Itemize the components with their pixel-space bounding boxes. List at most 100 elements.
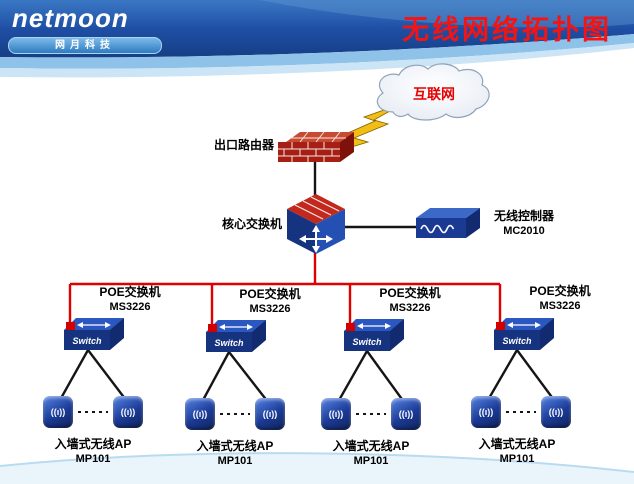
controller-top-face [416, 208, 480, 218]
ap-icon: ((ı)) [185, 398, 215, 430]
poe-switch-top-face [206, 320, 266, 332]
switch-icon-label: Switch [352, 337, 382, 347]
brand-tagline: 网月科技 [8, 37, 162, 54]
ap-group-3-label: 入墙式无线AP MP101 [321, 439, 421, 468]
poe-arrowhead-right [385, 323, 391, 329]
poe-arrowhead-right [247, 324, 253, 330]
poe-switch-side-face [252, 320, 266, 352]
poe-uplink-tag [66, 322, 75, 330]
poe-switch-front-face [344, 331, 390, 351]
ap-group-label-text: 入墙式无线AP [54, 437, 132, 451]
controller-model-text: MC2010 [503, 225, 545, 237]
dotted-links [78, 411, 536, 415]
poe-switch-top-face [494, 318, 554, 330]
wireless-controller-label: 无线控制器 MC2010 [482, 209, 566, 238]
router-label: 出口路由器 [196, 138, 274, 153]
ap-icon: ((ı)) [43, 396, 73, 428]
router-icon [278, 131, 354, 162]
poe-arrowhead-left [357, 323, 363, 329]
poe-switch-2-label: POE交换机 MS3226 [228, 287, 312, 316]
poe-switch-top-face [64, 318, 124, 330]
controller-wave-icon [420, 224, 455, 234]
ap-icon: ((ı)) [391, 398, 421, 430]
poe-switch-label-text: POE交换机 [379, 286, 441, 300]
poe-switch-2-icon: Switch [206, 320, 266, 352]
poe-switch-1-label: POE交换机 MS3226 [88, 285, 172, 314]
swoosh-band-1 [0, 34, 634, 69]
poe-uplink-tag [496, 322, 505, 330]
switch-icon-label: Switch [502, 336, 532, 346]
poe-switch-side-face [390, 319, 404, 351]
poe-switch-label-text: POE交换机 [99, 285, 161, 299]
banner-sheen [260, 0, 634, 28]
bottom-curve [0, 452, 634, 484]
poe-switch-model-text: MS3226 [539, 300, 581, 312]
poe-arrowhead-left [507, 322, 513, 328]
poe-arrowhead-right [535, 322, 541, 328]
ap-group-label-text: 入墙式无线AP [332, 439, 410, 453]
router-side-face [340, 132, 354, 162]
internet-label: 互联网 [413, 86, 455, 102]
core-switch-right-face [316, 209, 345, 254]
cloud-shape [376, 63, 490, 121]
poe-switch-1-icon: Switch [64, 318, 124, 350]
ap-icon: ((ı)) [471, 396, 501, 428]
poe-switch-model-text: MS3226 [249, 303, 291, 315]
router-brick-lines [278, 131, 346, 162]
ap-icon: ((ı)) [255, 398, 285, 430]
poe-uplink-tag [346, 323, 355, 331]
poe-switch-front-face [64, 330, 110, 350]
ap-icon: ((ı)) [113, 396, 143, 428]
poe-switch-label-text: POE交换机 [239, 287, 301, 301]
bottom-curve-line [0, 452, 634, 473]
ap-group-2-label: 入墙式无线AP MP101 [185, 439, 285, 468]
controller-front-face [416, 218, 466, 238]
core-switch-left-face [287, 209, 316, 254]
page-title: 无线网络拓扑图 [402, 15, 612, 45]
ap-group-1-label: 入墙式无线AP MP101 [43, 437, 143, 466]
ap-icon: ((ı)) [321, 398, 351, 430]
poe-arrowhead-left [219, 324, 225, 330]
controller-side-face [466, 208, 480, 238]
ap-group-label-text: 入墙式无线AP [478, 437, 556, 451]
poe-switch-3-icon: Switch [344, 319, 404, 351]
poe-switch-front-face [494, 330, 540, 350]
swoosh-band-2 [0, 43, 634, 78]
core-switch-hatch [294, 196, 340, 220]
controller-label-text: 无线控制器 [493, 209, 554, 223]
poe-switch-side-face [110, 318, 124, 350]
ap-group-label-text: 入墙式无线AP [196, 439, 274, 453]
poe-switch-4-icon: Switch [494, 318, 554, 350]
core-switch-arrowheads [299, 225, 333, 253]
poe-switch-4-label: POE交换机 MS3226 [518, 284, 602, 313]
wireless-controller-icon [416, 208, 480, 238]
core-switch-label: 核心交换机 [206, 217, 282, 232]
poe-switch-side-face [540, 318, 554, 350]
core-switch-label-text: 核心交换机 [221, 217, 282, 231]
poe-arrowhead-right [105, 322, 111, 328]
ap-group-model-text: MP101 [217, 455, 253, 467]
poe-switch-label-text: POE交换机 [529, 284, 591, 298]
poe-arrowhead-left [77, 322, 83, 328]
router-front-face [278, 142, 340, 162]
internet-cloud-icon [376, 63, 490, 121]
core-switch-arrows [304, 230, 328, 248]
black-links [58, 161, 555, 403]
ap-group-4-label: 入墙式无线AP MP101 [467, 437, 567, 466]
poe-switch-3-label: POE交换机 MS3226 [368, 286, 452, 315]
brand-logo: netmoon [12, 3, 129, 33]
switch-icon-label: Switch [214, 338, 244, 348]
poe-switch-top-face [344, 319, 404, 331]
bottom-curve-fill [0, 453, 634, 484]
core-switch-icon [287, 194, 345, 254]
ap-group-model-text: MP101 [353, 455, 389, 467]
router-label-text: 出口路由器 [213, 138, 274, 152]
poe-switch-model-text: MS3226 [389, 302, 431, 314]
switch-icon-label: Switch [72, 336, 102, 346]
poe-switch-front-face [206, 332, 252, 352]
ap-group-model-text: MP101 [75, 453, 111, 465]
ap-group-model-text: MP101 [499, 453, 535, 465]
poe-uplink-tag [208, 324, 217, 332]
ap-icon: ((ı)) [541, 396, 571, 428]
